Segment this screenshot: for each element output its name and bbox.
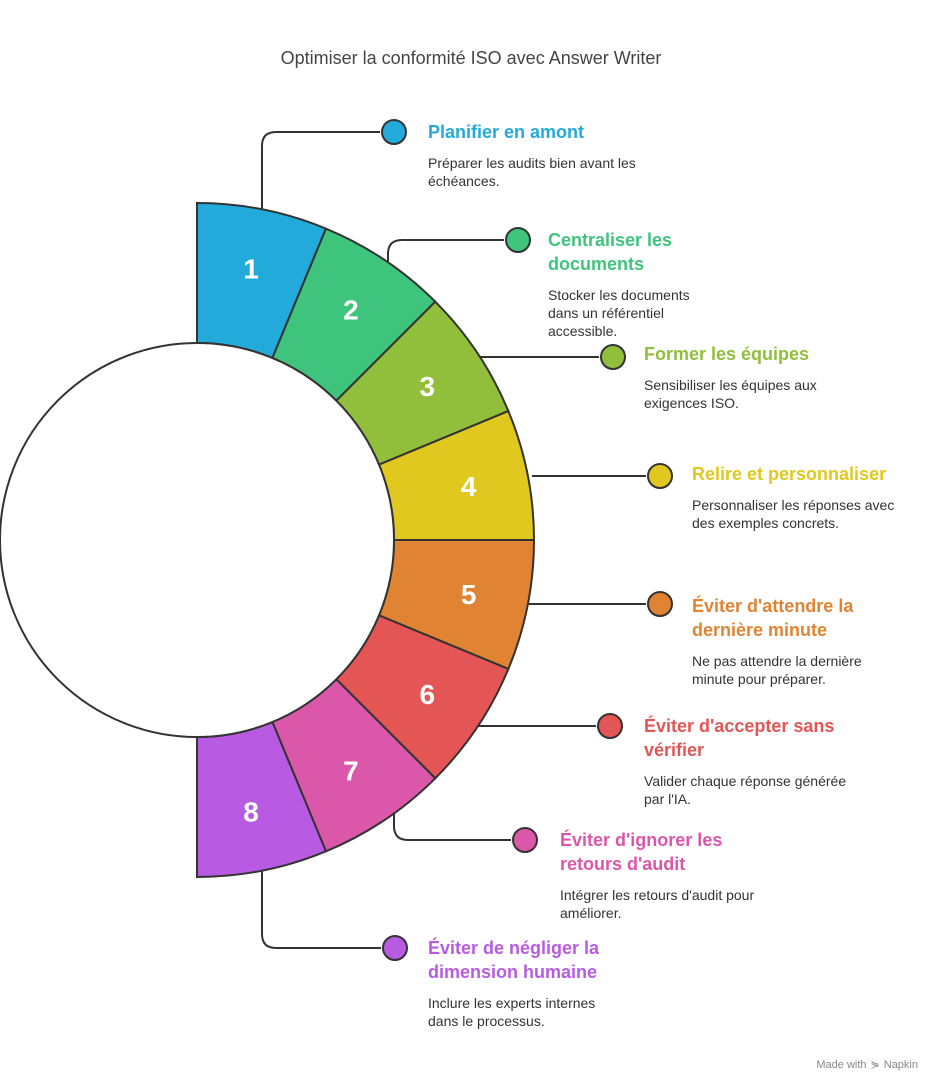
bullet-dot-4 bbox=[647, 463, 673, 489]
item-description: Intégrer les retours d'audit pour amélio… bbox=[560, 887, 755, 921]
made-with-label: Made with bbox=[816, 1058, 867, 1071]
item-description: Préparer les audits bien avant les échéa… bbox=[428, 155, 636, 189]
segment-numbers: 1 2 3 4 5 6 7 8 bbox=[243, 253, 477, 827]
segment-number-2: 2 bbox=[343, 295, 359, 326]
diagram-title: Optimiser la conformité ISO avec Answer … bbox=[280, 48, 662, 68]
item-title: Éviter de négliger la dimension humaine bbox=[428, 938, 600, 982]
connector-line-1 bbox=[261, 131, 380, 210]
item-title: Éviter d'attendre la dernière minute bbox=[692, 596, 854, 640]
item-title: Éviter d'ignorer les retours d'audit bbox=[560, 830, 723, 874]
inner-circle bbox=[0, 342, 395, 738]
brand-label: Napkin bbox=[883, 1058, 918, 1071]
ring-segments bbox=[196, 201, 536, 879]
segment-number-3: 3 bbox=[420, 371, 436, 402]
bullet-dot-6 bbox=[597, 713, 623, 739]
segment-number-5: 5 bbox=[461, 579, 477, 610]
bullet-dots bbox=[381, 119, 673, 961]
footer: Made with ⋟ Napkin bbox=[816, 1058, 918, 1072]
bullet-dot-8 bbox=[382, 935, 408, 961]
napkin-logo-icon: ⋟ bbox=[870, 1059, 880, 1071]
segment-number-1: 1 bbox=[243, 253, 259, 284]
item-title: Centraliser les documents bbox=[548, 230, 673, 274]
connector-line-7 bbox=[393, 810, 511, 841]
segment-number-7: 7 bbox=[343, 755, 359, 786]
item-description: Sensibiliser les équipes aux exigences I… bbox=[644, 377, 817, 411]
segment-number-6: 6 bbox=[420, 679, 436, 710]
item-description: Stocker les documents dans un référentie… bbox=[548, 287, 690, 339]
item-title: Relire et personnaliser bbox=[692, 464, 887, 484]
connectors bbox=[261, 131, 646, 949]
connector-line-8 bbox=[261, 870, 381, 949]
bullet-dot-3 bbox=[600, 344, 626, 370]
item-title: Planifier en amont bbox=[428, 122, 585, 142]
item-description: Inclure les experts internes dans le pro… bbox=[428, 995, 596, 1029]
bullet-dot-5 bbox=[647, 591, 673, 617]
bullet-dot-7 bbox=[512, 827, 538, 853]
item-5: Éviter d'attendre la dernière minute Ne p… bbox=[692, 594, 902, 688]
bullet-dot-1 bbox=[381, 119, 407, 145]
connector-line-2 bbox=[387, 239, 504, 262]
item-title: Éviter d'accepter sans vérifier bbox=[644, 716, 835, 760]
item-description: Ne pas attendre la dernière minute pour … bbox=[692, 653, 862, 687]
segment-number-8: 8 bbox=[243, 797, 259, 828]
bullet-dot-2 bbox=[505, 227, 531, 253]
item-description: Valider chaque réponse générée par l'IA. bbox=[644, 773, 847, 807]
segment-number-4: 4 bbox=[461, 471, 477, 502]
item-description: Personnaliser les réponses avec des exem… bbox=[692, 497, 895, 531]
item-title: Former les équipes bbox=[644, 344, 810, 364]
